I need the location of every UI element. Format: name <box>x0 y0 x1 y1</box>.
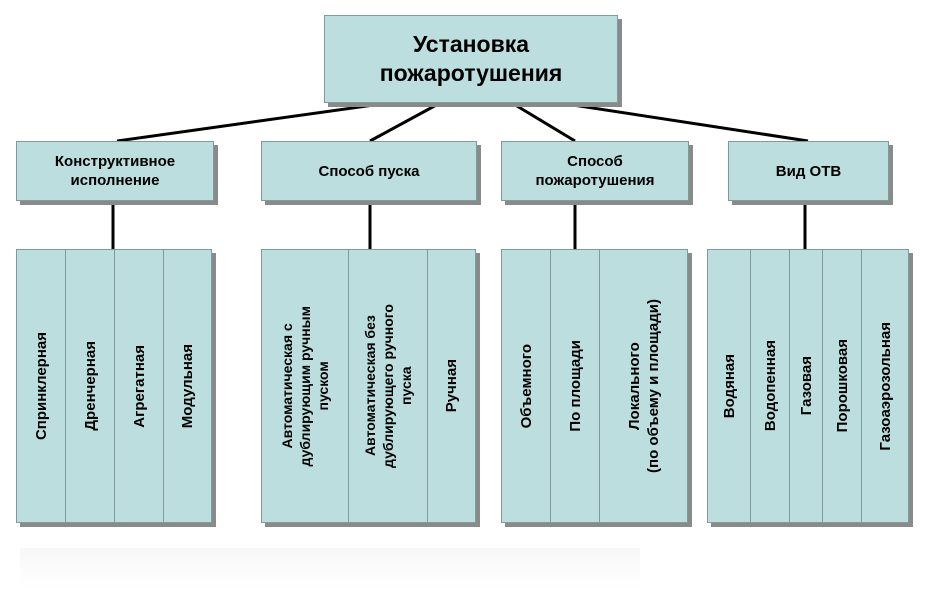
item-label: Агрегатная <box>130 344 148 428</box>
bottom-shadow <box>20 548 640 588</box>
connector-root-to-construction <box>116 101 389 143</box>
item-label: Водяная <box>720 353 738 419</box>
connector-root-to-method <box>511 101 576 143</box>
item-label: Объемного <box>517 343 535 429</box>
list-item: Водопенная <box>751 250 790 522</box>
root-title: Установка пожаротушения <box>379 31 563 86</box>
list-item: Спринклерная <box>17 250 66 522</box>
item-label: Газоаэрозольная <box>876 321 894 451</box>
category-launch-method: Способ пуска <box>261 141 477 201</box>
items-construction: Спринклерная Дренчерная Агрегатная Модул… <box>16 249 212 523</box>
category-extinguishing-method: Способ пожаротушения <box>501 141 689 201</box>
connector-root-to-agent <box>559 101 809 143</box>
item-label: Модульная <box>179 343 196 429</box>
category-construction: Конструктивное исполнение <box>16 141 214 201</box>
list-item: Локального (по объему и площади) <box>600 250 687 522</box>
list-item: Водяная <box>708 250 751 522</box>
connector-root-to-launch <box>369 101 441 143</box>
item-label: Спринклерная <box>32 331 50 441</box>
root-node: Установка пожаротушения <box>324 15 618 103</box>
category-agent-type: Вид ОТВ <box>728 141 889 201</box>
item-label: Автоматическая с дублирующим ручным пуск… <box>279 305 331 467</box>
items-launch-method: Автоматическая с дублирующим ручным пуск… <box>261 249 476 523</box>
category-label: Вид ОТВ <box>775 162 842 180</box>
list-item: Ручная <box>428 250 475 522</box>
category-label: Способ пожаротушения <box>535 153 655 189</box>
category-label: Способ пуска <box>318 162 420 180</box>
list-item: Модульная <box>164 250 211 522</box>
list-item: Порошковая <box>823 250 862 522</box>
item-label: Дренчерная <box>81 341 99 431</box>
items-agent-type: Водяная Водопенная Газовая Порошковая Га… <box>707 249 909 523</box>
item-label: Ручная <box>443 359 460 413</box>
list-item: По площади <box>551 250 600 522</box>
items-extinguishing-method: Объемного По площади Локального (по объе… <box>501 249 688 523</box>
list-item: Газоаэрозольная <box>862 250 908 522</box>
item-label: Локального (по объему и площади) <box>625 299 662 473</box>
item-label: Газовая <box>797 356 815 416</box>
list-item: Объемного <box>502 250 551 522</box>
item-label: Водопенная <box>761 340 779 432</box>
item-label: По площади <box>566 340 584 432</box>
item-label: Автоматическая без дублирующего ручного … <box>362 304 414 468</box>
list-item: Дренчерная <box>66 250 115 522</box>
list-item: Газовая <box>790 250 823 522</box>
list-item: Агрегатная <box>115 250 164 522</box>
category-label: Конструктивное исполнение <box>54 153 176 189</box>
item-label: Порошковая <box>833 339 851 433</box>
list-item: Автоматическая без дублирующего ручного … <box>349 250 428 522</box>
list-item: Автоматическая с дублирующим ручным пуск… <box>262 250 349 522</box>
